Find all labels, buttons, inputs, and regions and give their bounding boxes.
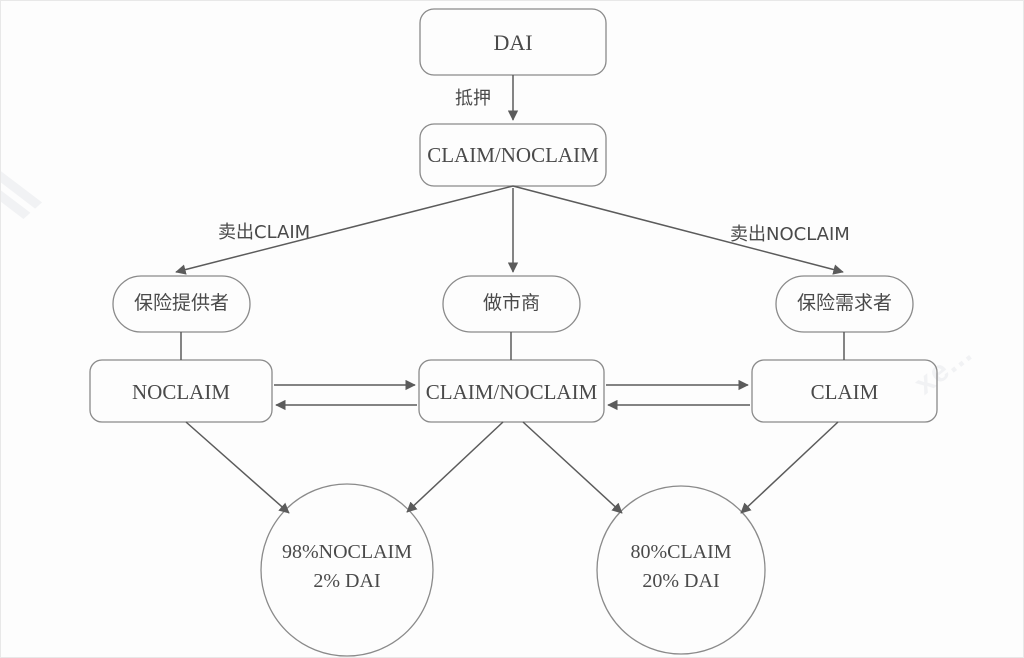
node-dai [419,8,607,76]
edge-top-to-demander [512,185,844,275]
node-pool-noclaim [260,483,434,657]
edge-noclaim-to-pool-noclaim [185,421,290,514]
node-noclaim [89,359,273,423]
edge-claim-to-pool-claim [740,421,839,514]
node-claimnoclaim-mid [418,359,605,423]
node-provider [112,275,251,333]
edge-top-to-provider [175,185,514,275]
edge-mid-to-pool-noclaim [406,421,504,513]
node-pool-claim [596,485,766,655]
node-demander [775,275,914,333]
node-marketmaker [442,275,581,333]
node-claimnoclaim-top [419,123,607,187]
edge-mid-to-pool-claim [522,421,623,514]
node-claim [751,359,938,423]
